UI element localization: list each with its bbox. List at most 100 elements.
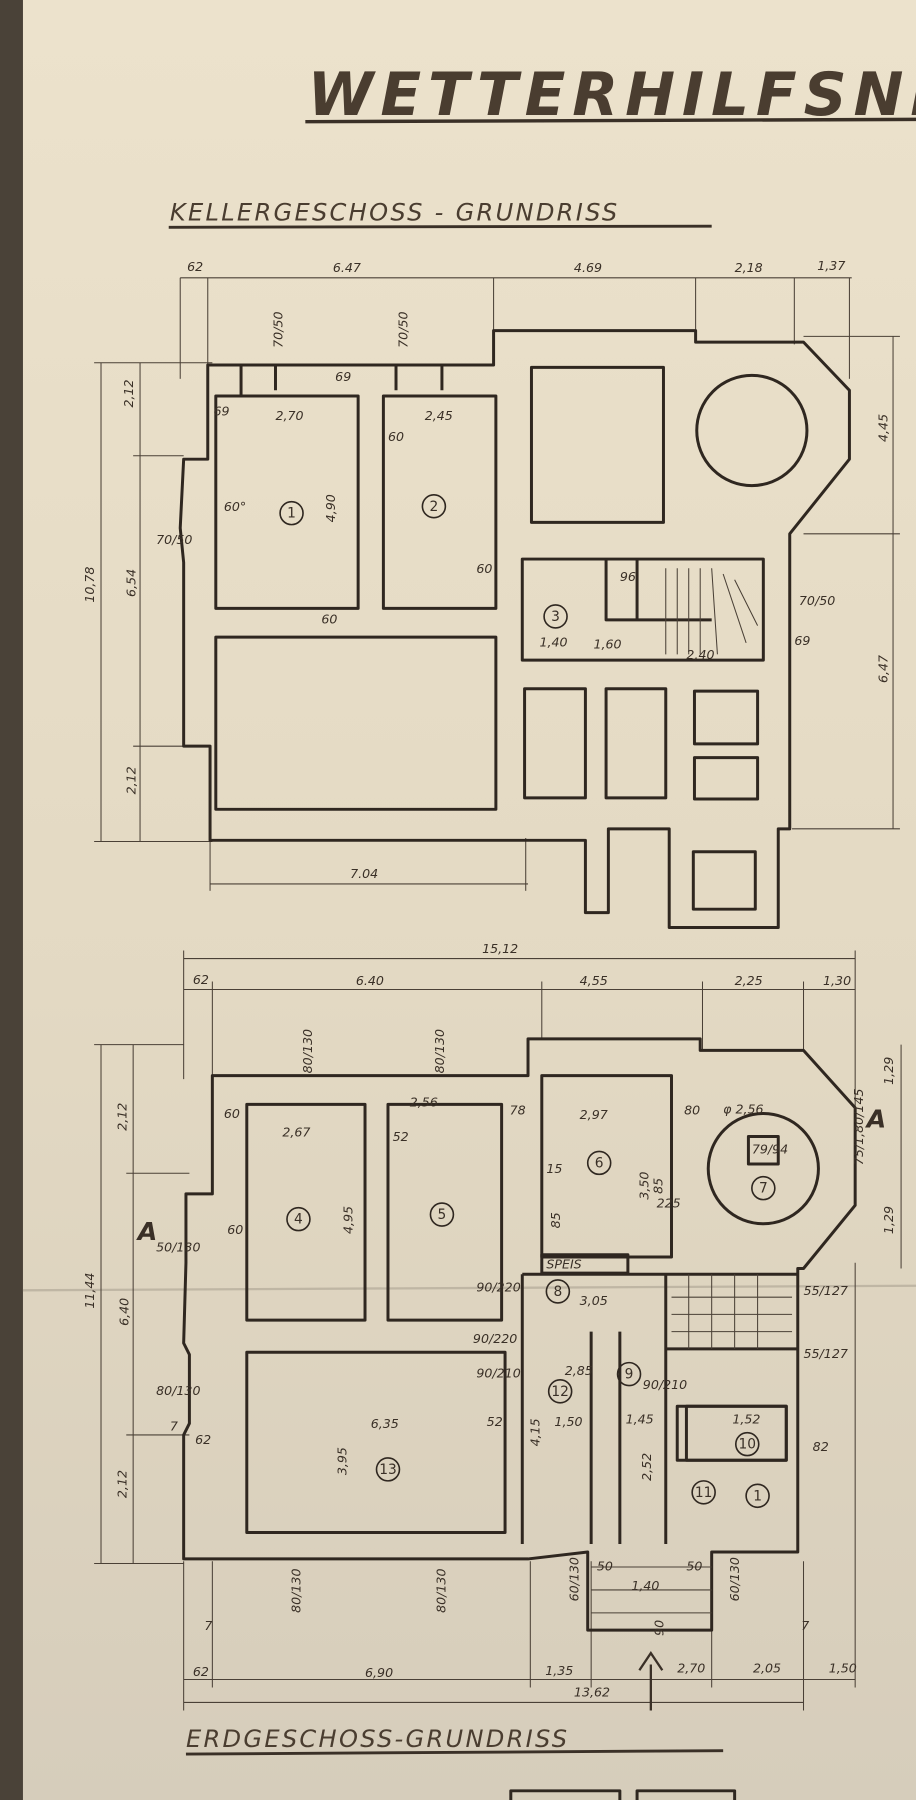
room-number: 12	[551, 1384, 569, 1400]
stair-area-outline	[520, 557, 765, 662]
erdgeschoss-labels-label: 60/130	[727, 1557, 742, 1601]
erdgeschoss-labels-label: 2,56	[410, 1095, 438, 1110]
erdgeschoss-labels-label: φ 2,56	[723, 1102, 763, 1117]
room-number: 3	[551, 609, 560, 625]
room-number: 2	[430, 499, 439, 515]
erdgeschoss-labels-label: 6,35	[371, 1416, 399, 1431]
erdgeschoss-labels-label: 1,52	[732, 1411, 760, 1426]
entrance-arrow	[638, 1650, 664, 1711]
keller-left-dims-label: 10,78	[82, 567, 97, 603]
title-underline	[305, 117, 916, 124]
room-number-circle	[545, 1279, 571, 1304]
erdgeschoss-top-dims-label: 1,30	[823, 973, 851, 988]
erdgeschoss-labels-label: 60/130	[567, 1557, 582, 1601]
keller-labels-label: 70/50	[395, 311, 410, 347]
keller-labels-label: 69	[335, 369, 351, 384]
erdgeschoss-bottom-dims-label: 6,90	[365, 1665, 393, 1680]
erdgeschoss-labels-label: 15	[546, 1161, 562, 1176]
erdgeschoss-top-dims-label: 4,55	[580, 973, 608, 988]
room-number-circle	[279, 500, 304, 526]
keller-labels-label: 2,70	[275, 408, 303, 423]
erdgeschoss-left-dims-label: 2,12	[114, 1103, 129, 1131]
room-number-circle	[691, 1480, 716, 1505]
keller-labels-label: 69	[214, 404, 230, 419]
keller-top-dims-label: 2,18	[735, 260, 763, 275]
erdgeschoss-left-dims-label: 11,44	[82, 1273, 97, 1309]
keller-right-dims-label: 6,47	[875, 655, 890, 683]
room-number: 9	[625, 1367, 634, 1383]
basement-outer-wall	[178, 329, 851, 930]
erdgeschoss-labels-label: 50	[597, 1558, 613, 1573]
erdgeschoss-labels-label: 7	[170, 1418, 178, 1433]
erdgeschoss-labels-label: 60	[224, 1106, 240, 1121]
erdgeschoss-labels-label: 2,97	[580, 1107, 608, 1122]
keller-labels-label: 60	[388, 429, 404, 444]
erdgeschoss-labels-label: 2,52	[639, 1453, 654, 1481]
erdgeschoss-labels-label: 2,85	[565, 1363, 593, 1378]
erdgeschoss-bottom-total-label: 13,62	[574, 1685, 610, 1700]
erdgeschoss-labels-label: 82	[813, 1439, 829, 1454]
room-10-outline	[684, 1404, 788, 1462]
erdgeschoss-labels-label: 80/130	[289, 1569, 304, 1613]
room-number-circle	[543, 604, 568, 629]
basement-subtitle-underline	[168, 224, 712, 229]
erdgeschoss-top-dims-label: 2,25	[735, 973, 763, 988]
room-number: 13	[379, 1462, 397, 1478]
room-5-outline	[386, 1102, 504, 1322]
erdgeschoss-labels-label: 3,50	[637, 1172, 652, 1200]
keller-top-dims-label: 4.69	[574, 260, 602, 275]
keller-left-dims-label: 6,54	[123, 569, 138, 597]
keller-labels-label: 2,45	[425, 408, 453, 423]
erdgeschoss-bottom-dims-label: 2,70	[677, 1661, 705, 1676]
room-number-circle	[375, 1457, 401, 1482]
room-number: 10	[738, 1437, 756, 1453]
erdgeschoss-labels-label: 80/130	[433, 1569, 448, 1613]
keller-labels-label: 60	[476, 561, 492, 576]
room-2-outline	[381, 394, 498, 610]
large-room-outline	[214, 635, 498, 811]
keller-left-dims-label: 2,12	[121, 379, 136, 407]
room-6-outline	[540, 1074, 673, 1259]
keller-labels-label: 1,40	[539, 634, 567, 649]
room-13-outline	[245, 1350, 507, 1535]
room-number-circle	[547, 1379, 573, 1404]
erdgeschoss-bottom-dims-label: 1,35	[545, 1663, 573, 1678]
basement-subtitle: KELLERGESCHOSS - GRUNDRISS	[170, 198, 620, 226]
erdgeschoss-labels-label: 60	[227, 1222, 243, 1237]
erdgeschoss-labels-label: 1,40	[631, 1578, 659, 1593]
erdgeschoss-labels-label: 7	[204, 1618, 212, 1633]
erdgeschoss-labels-label: 2,67	[282, 1124, 310, 1139]
erdgeschoss-labels-label: 50	[686, 1558, 702, 1573]
erdgeschoss-section-marks-label: A	[136, 1217, 158, 1246]
fold-crease	[22, 1284, 916, 1292]
keller-labels-label: 4,90	[323, 494, 338, 522]
ground-floor-subtitle-underline	[185, 1749, 724, 1756]
room-number: 7	[759, 1181, 768, 1197]
room-number-circle	[421, 493, 447, 519]
erdgeschoss-left-dims-label: 6,40	[117, 1298, 132, 1326]
room-7-round	[706, 1112, 820, 1226]
keller-labels-label: 96	[620, 569, 636, 584]
keller-right-dims-label: 4,45	[875, 414, 890, 442]
room-number-circle	[429, 1202, 455, 1227]
room-number: 11	[695, 1485, 713, 1501]
erdgeschoss-labels-label: 90/220	[473, 1331, 517, 1346]
erdgeschoss-labels-label: 1,45	[626, 1411, 654, 1426]
erdgeschoss-overall-dim-label: 15,12	[482, 941, 518, 956]
room-number: 6	[595, 1155, 604, 1171]
erdgeschoss-labels-label: 62	[195, 1432, 211, 1447]
erdgeschoss-labels-label: 52	[487, 1414, 503, 1429]
ground-floor-subtitle: ERDGESCHOSS-GRUNDRISS	[186, 1725, 569, 1753]
erdgeschoss-labels-label: 80/130	[432, 1029, 447, 1073]
erdgeschoss-labels-label: 90	[651, 1620, 666, 1636]
keller-top-dims-label: 1,37	[817, 258, 845, 273]
keller-top-dims-label: 6.47	[333, 260, 361, 275]
room-number-circle	[745, 1483, 770, 1509]
keller-labels-label: 60°	[224, 499, 246, 514]
erdgeschoss-right-dims-label: 1,29	[881, 1206, 896, 1234]
keller-labels-label: 60	[321, 611, 337, 626]
erdgeschoss-labels-label: 7	[801, 1618, 809, 1633]
room-number-circle	[734, 1431, 760, 1457]
